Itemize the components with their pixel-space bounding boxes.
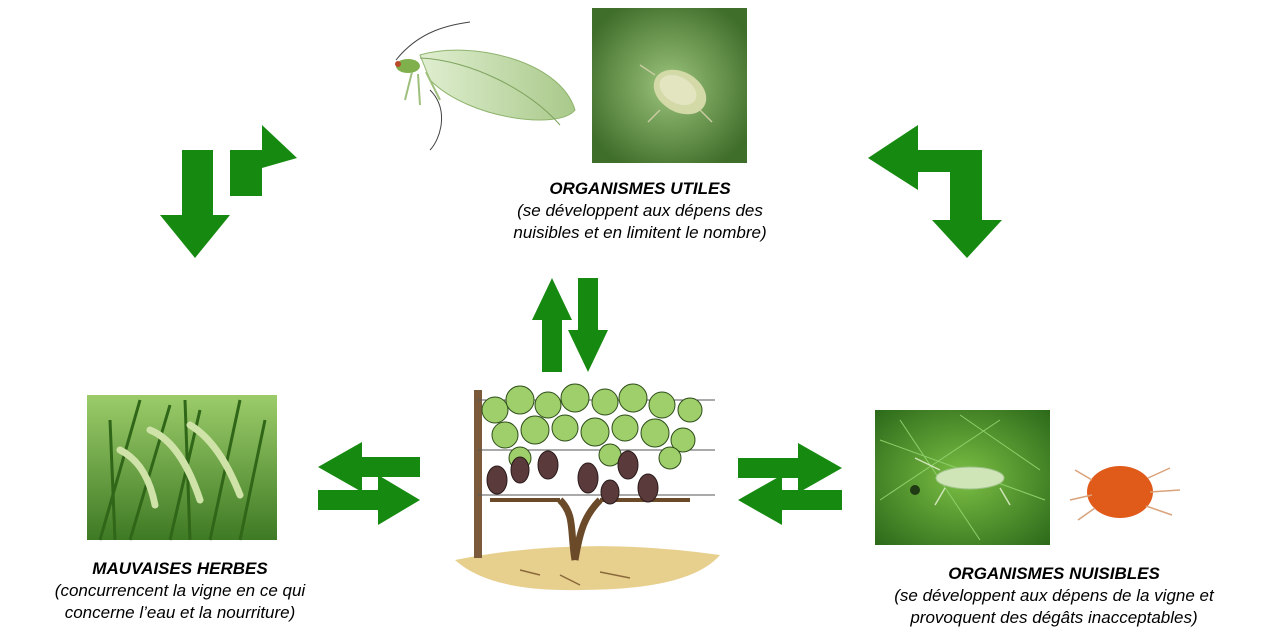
arrow-utiles-to-nuisibles [868, 125, 1002, 258]
larva-photo [592, 8, 747, 163]
arrow-vine-to-herbes [318, 442, 420, 492]
desc-herbes-line1: (concurrencent la vigne en ce qui [0, 580, 360, 602]
desc-nuisibles-line1: (se développent aux dépens de la vigne e… [838, 585, 1270, 607]
vine-illustration [455, 384, 720, 590]
desc-utiles-line2: nuisibles et en limitent le nombre) [430, 222, 850, 244]
grass-photo [87, 395, 277, 540]
label-mauvaises-herbes: MAUVAISES HERBES (concurrencent la vigne… [0, 558, 360, 624]
title-organismes-utiles: ORGANISMES UTILES [430, 178, 850, 200]
desc-utiles-line1: (se développent aux dépens des [430, 200, 850, 222]
red-mite-photo [1065, 435, 1200, 540]
arrow-nuisibles-to-vine [738, 475, 842, 525]
title-organismes-nuisibles: ORGANISMES NUISIBLES [838, 563, 1270, 585]
arrow-vine-to-nuisibles [738, 443, 842, 493]
title-mauvaises-herbes: MAUVAISES HERBES [0, 558, 360, 580]
lacewing-photo [378, 18, 583, 153]
desc-nuisibles-line2: provoquent des dégâts inacceptables) [838, 607, 1270, 629]
arrow-herbes-to-utiles [160, 125, 297, 258]
arrow-herbes-to-vine [318, 475, 420, 525]
label-organismes-utiles: ORGANISMES UTILES (se développent aux dé… [430, 178, 850, 244]
desc-herbes-line2: concerne l’eau et la nourriture) [0, 602, 360, 624]
arrow-utiles-to-vine [568, 278, 608, 372]
label-organismes-nuisibles: ORGANISMES NUISIBLES (se développent aux… [838, 563, 1270, 629]
aphid-photo [875, 410, 1050, 545]
arrow-vine-to-utiles [532, 278, 572, 372]
